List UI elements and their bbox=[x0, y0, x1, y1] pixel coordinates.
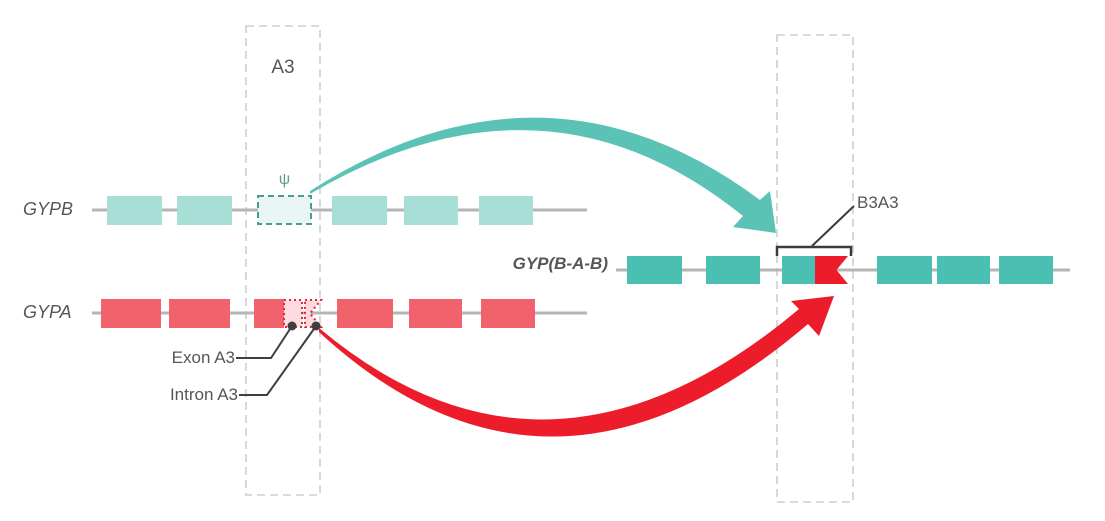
intron-a3-leader-line bbox=[239, 325, 317, 396]
hybrid-exon bbox=[782, 256, 815, 284]
hybrid-exon bbox=[627, 256, 682, 284]
pseudogene-psi-symbol: ψ bbox=[278, 171, 291, 188]
hybrid-exons bbox=[627, 256, 1053, 284]
hybrid-gene-label: GYP(B-A-B) bbox=[512, 254, 608, 273]
exon-a3-dot bbox=[287, 321, 297, 331]
gypb-exon bbox=[177, 196, 232, 225]
gypa-exon bbox=[481, 299, 535, 328]
gypb-gene-label: GYPB bbox=[23, 199, 74, 219]
a3-region-box bbox=[245, 25, 321, 496]
gypa-gene bbox=[92, 299, 587, 396]
exon-a3-leader-line bbox=[236, 325, 293, 359]
gypb-gene bbox=[92, 195, 587, 225]
a3-region-label: A3 bbox=[271, 57, 295, 78]
gypb-pseudoexon bbox=[257, 195, 312, 225]
red-conversion-arrow-icon bbox=[319, 296, 834, 437]
b3a3-label: B3A3 bbox=[857, 193, 899, 212]
gypb-exon bbox=[107, 196, 162, 225]
gypa-exon bbox=[409, 299, 462, 328]
gypb-exon bbox=[332, 196, 387, 225]
gypa-exon-a3-segment bbox=[283, 299, 303, 328]
hybrid-gene bbox=[616, 205, 1070, 284]
teal-conversion-arrow-icon bbox=[310, 117, 776, 233]
gypb-exon bbox=[479, 196, 533, 225]
intron-a3-dot bbox=[311, 321, 321, 331]
gypa-exon bbox=[254, 299, 284, 328]
b3a3-bracket bbox=[775, 245, 853, 256]
exon-a3-label: Exon A3 bbox=[171, 348, 235, 367]
hybrid-exon bbox=[877, 256, 932, 284]
gypa-intron-a3-segment bbox=[304, 299, 324, 328]
gypa-exon bbox=[101, 299, 161, 328]
gypa-exons bbox=[101, 299, 535, 328]
hybrid-exon bbox=[706, 256, 760, 284]
hybrid-exon bbox=[937, 256, 990, 284]
hybrid-exon bbox=[999, 256, 1053, 284]
gypa-gene-label: GYPA bbox=[23, 302, 72, 322]
gypa-exon bbox=[169, 299, 230, 328]
gypb-exons bbox=[107, 196, 533, 225]
gypa-exon bbox=[337, 299, 393, 328]
b3a3-insert-segment bbox=[815, 256, 848, 284]
intron-a3-label: Intron A3 bbox=[169, 385, 238, 404]
b3a3-pointer-line bbox=[811, 205, 855, 247]
gypb-exon bbox=[404, 196, 458, 225]
